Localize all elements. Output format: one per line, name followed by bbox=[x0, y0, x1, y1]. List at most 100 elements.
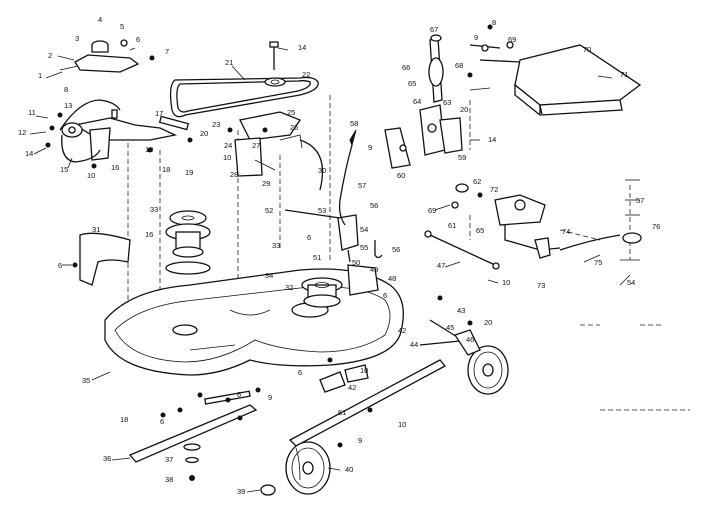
label-part-4: 4 bbox=[98, 15, 102, 24]
label-part-21: 21 bbox=[225, 58, 233, 67]
label-part-48: 48 bbox=[388, 274, 396, 283]
label-part-55: 55 bbox=[360, 243, 368, 252]
label-part-53: 53 bbox=[318, 206, 326, 215]
label-part-6: 6 bbox=[136, 35, 140, 44]
label-part-23: 23 bbox=[212, 120, 220, 129]
label-part-7: 7 bbox=[165, 47, 169, 56]
rear-gauge-parts bbox=[559, 179, 642, 261]
label-part-70: 70 bbox=[583, 45, 591, 54]
label-part-3: 3 bbox=[75, 34, 79, 43]
right-spindle-assembly bbox=[301, 264, 379, 308]
left-spindle-assembly bbox=[165, 210, 211, 275]
label-part-54a: 54 bbox=[360, 225, 368, 234]
label-part-17: 17 bbox=[155, 109, 163, 118]
label-part-13: 13 bbox=[64, 101, 72, 110]
label-part-57a: 57 bbox=[358, 181, 366, 190]
label-part-10f: 10 bbox=[398, 420, 406, 429]
drive-belt bbox=[169, 76, 319, 118]
label-part-62: 62 bbox=[473, 177, 481, 186]
label-part-61b: 61 bbox=[338, 408, 346, 417]
label-part-9b: 9 bbox=[474, 33, 478, 42]
label-part-14b: 14 bbox=[298, 43, 306, 52]
label-part-6e: 6 bbox=[298, 368, 302, 377]
label-part-68: 68 bbox=[455, 61, 463, 70]
label-part-15: 15 bbox=[60, 165, 68, 174]
label-part-46: 46 bbox=[466, 335, 474, 344]
label-part-54b: 54 bbox=[627, 278, 635, 287]
label-part-39: 39 bbox=[237, 487, 245, 496]
label-part-20a: 20 bbox=[200, 129, 208, 138]
label-part-69b: 69 bbox=[428, 206, 436, 215]
label-part-32: 32 bbox=[285, 283, 293, 292]
front-left-wheel bbox=[285, 441, 331, 495]
label-part-38: 38 bbox=[165, 475, 173, 484]
label-part-5: 5 bbox=[120, 22, 124, 31]
leader-ticks bbox=[29, 47, 631, 493]
label-part-20b: 20 bbox=[460, 105, 468, 114]
label-part-76: 76 bbox=[652, 222, 660, 231]
label-part-6g: 6 bbox=[160, 417, 164, 426]
label-part-40: 40 bbox=[345, 465, 353, 474]
label-part-64: 64 bbox=[413, 97, 421, 106]
label-part-14a: 14 bbox=[25, 149, 33, 158]
label-part-71: 71 bbox=[620, 70, 628, 79]
label-part-65: 65 bbox=[408, 79, 416, 88]
label-part-25: 25 bbox=[287, 108, 295, 117]
label-part-44: 44 bbox=[410, 340, 418, 349]
label-part-65b: 65 bbox=[476, 226, 484, 235]
label-part-22: 22 bbox=[302, 70, 310, 79]
label-part-9a: 9 bbox=[368, 143, 372, 152]
label-part-10a: 10 bbox=[145, 145, 153, 154]
label-part-18b: 18 bbox=[120, 415, 128, 424]
label-part-26: 26 bbox=[290, 123, 298, 132]
label-part-66: 66 bbox=[402, 63, 410, 72]
idler-bracket-assembly bbox=[59, 39, 155, 73]
label-part-35: 35 bbox=[82, 376, 90, 385]
label-part-10e: 10 bbox=[360, 366, 368, 375]
label-part-6d: 6 bbox=[383, 291, 387, 300]
label-part-74: 74 bbox=[562, 227, 570, 236]
label-part-69: 69 bbox=[508, 35, 516, 44]
label-part-33a: 33 bbox=[150, 205, 158, 214]
label-part-29: 29 bbox=[262, 179, 270, 188]
label-part-72: 72 bbox=[490, 185, 498, 194]
label-part-42b: 42 bbox=[348, 383, 356, 392]
label-part-52: 52 bbox=[265, 206, 273, 215]
bolt-top bbox=[269, 41, 279, 70]
label-part-10c: 10 bbox=[223, 153, 231, 162]
label-part-11: 11 bbox=[28, 108, 36, 117]
label-part-6f: 6 bbox=[237, 390, 241, 399]
label-part-36: 36 bbox=[103, 454, 111, 463]
label-part-56b: 56 bbox=[392, 245, 400, 254]
label-part-47: 47 bbox=[437, 261, 445, 270]
label-part-9d: 9 bbox=[358, 436, 362, 445]
label-part-12: 12 bbox=[18, 128, 26, 137]
mower-blade bbox=[128, 387, 261, 481]
label-part-6c: 6 bbox=[307, 233, 311, 242]
label-part-42a: 42 bbox=[398, 326, 406, 335]
belt-shield bbox=[72, 232, 131, 286]
label-part-73: 73 bbox=[537, 281, 545, 290]
idler-pulley bbox=[264, 77, 286, 87]
label-part-16: 16 bbox=[111, 163, 119, 172]
idler-arm-assembly bbox=[45, 99, 193, 169]
label-part-61a: 61 bbox=[448, 221, 456, 230]
label-part-20c: 20 bbox=[484, 318, 492, 327]
axle-nut bbox=[260, 484, 276, 496]
label-part-49: 49 bbox=[370, 265, 378, 274]
label-part-10d: 10 bbox=[502, 278, 510, 287]
label-part-56a: 56 bbox=[370, 201, 378, 210]
label-part-34: 34 bbox=[265, 271, 273, 280]
label-part-10b: 10 bbox=[87, 171, 95, 180]
label-part-67: 67 bbox=[430, 25, 438, 34]
label-part-2: 2 bbox=[48, 51, 52, 60]
label-part-58: 58 bbox=[350, 119, 358, 128]
label-part-43: 43 bbox=[457, 306, 465, 315]
label-part-30: 30 bbox=[318, 166, 326, 175]
label-part-33b: 33 bbox=[272, 241, 280, 250]
label-part-6b: 6 bbox=[58, 261, 62, 270]
label-part-18: 18 bbox=[162, 165, 170, 174]
label-part-31: 31 bbox=[92, 225, 100, 234]
label-part-45: 45 bbox=[446, 323, 454, 332]
